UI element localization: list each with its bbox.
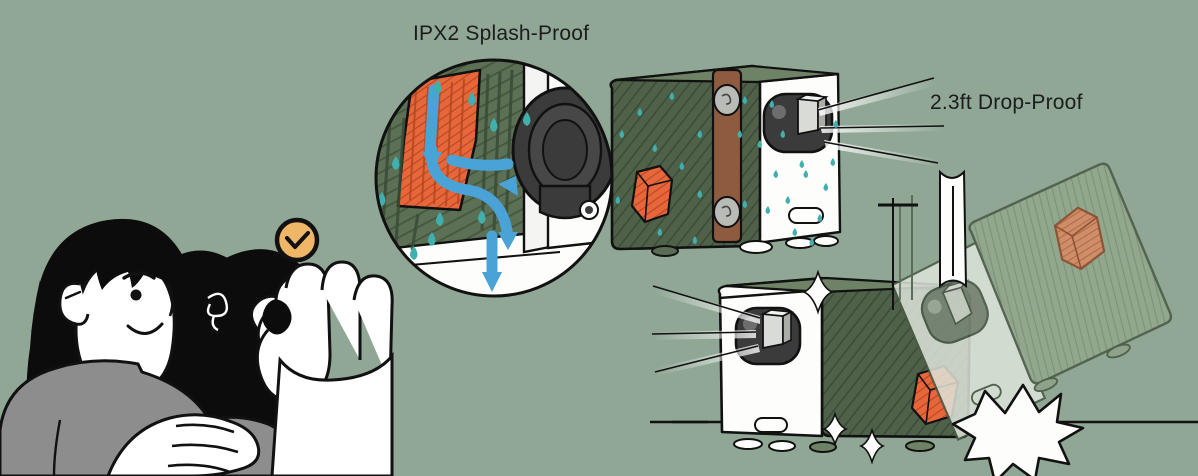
check-icon <box>285 231 310 249</box>
hand-ok-gesture <box>250 260 394 476</box>
orange-focus-knob-falling <box>1053 206 1106 271</box>
splash-detail-magnifier <box>374 58 614 298</box>
people-group <box>0 218 394 476</box>
drop-motion-lines <box>878 169 968 310</box>
label-splash-proof: IPX2 Splash-Proof <box>413 22 590 45</box>
impact-sparkles <box>802 269 886 465</box>
impact-burst <box>951 383 1085 476</box>
drop-proof-projector-falling <box>890 162 1173 442</box>
approval-check-badge <box>274 217 320 263</box>
projector-lens <box>762 92 834 154</box>
orange-focus-knob <box>630 164 674 224</box>
label-drop-proof: 2.3ft Drop-Proof <box>930 91 1083 114</box>
water-droplets-side <box>615 92 747 244</box>
water-droplets-front <box>757 100 838 246</box>
splash-proof-projector <box>609 64 945 257</box>
